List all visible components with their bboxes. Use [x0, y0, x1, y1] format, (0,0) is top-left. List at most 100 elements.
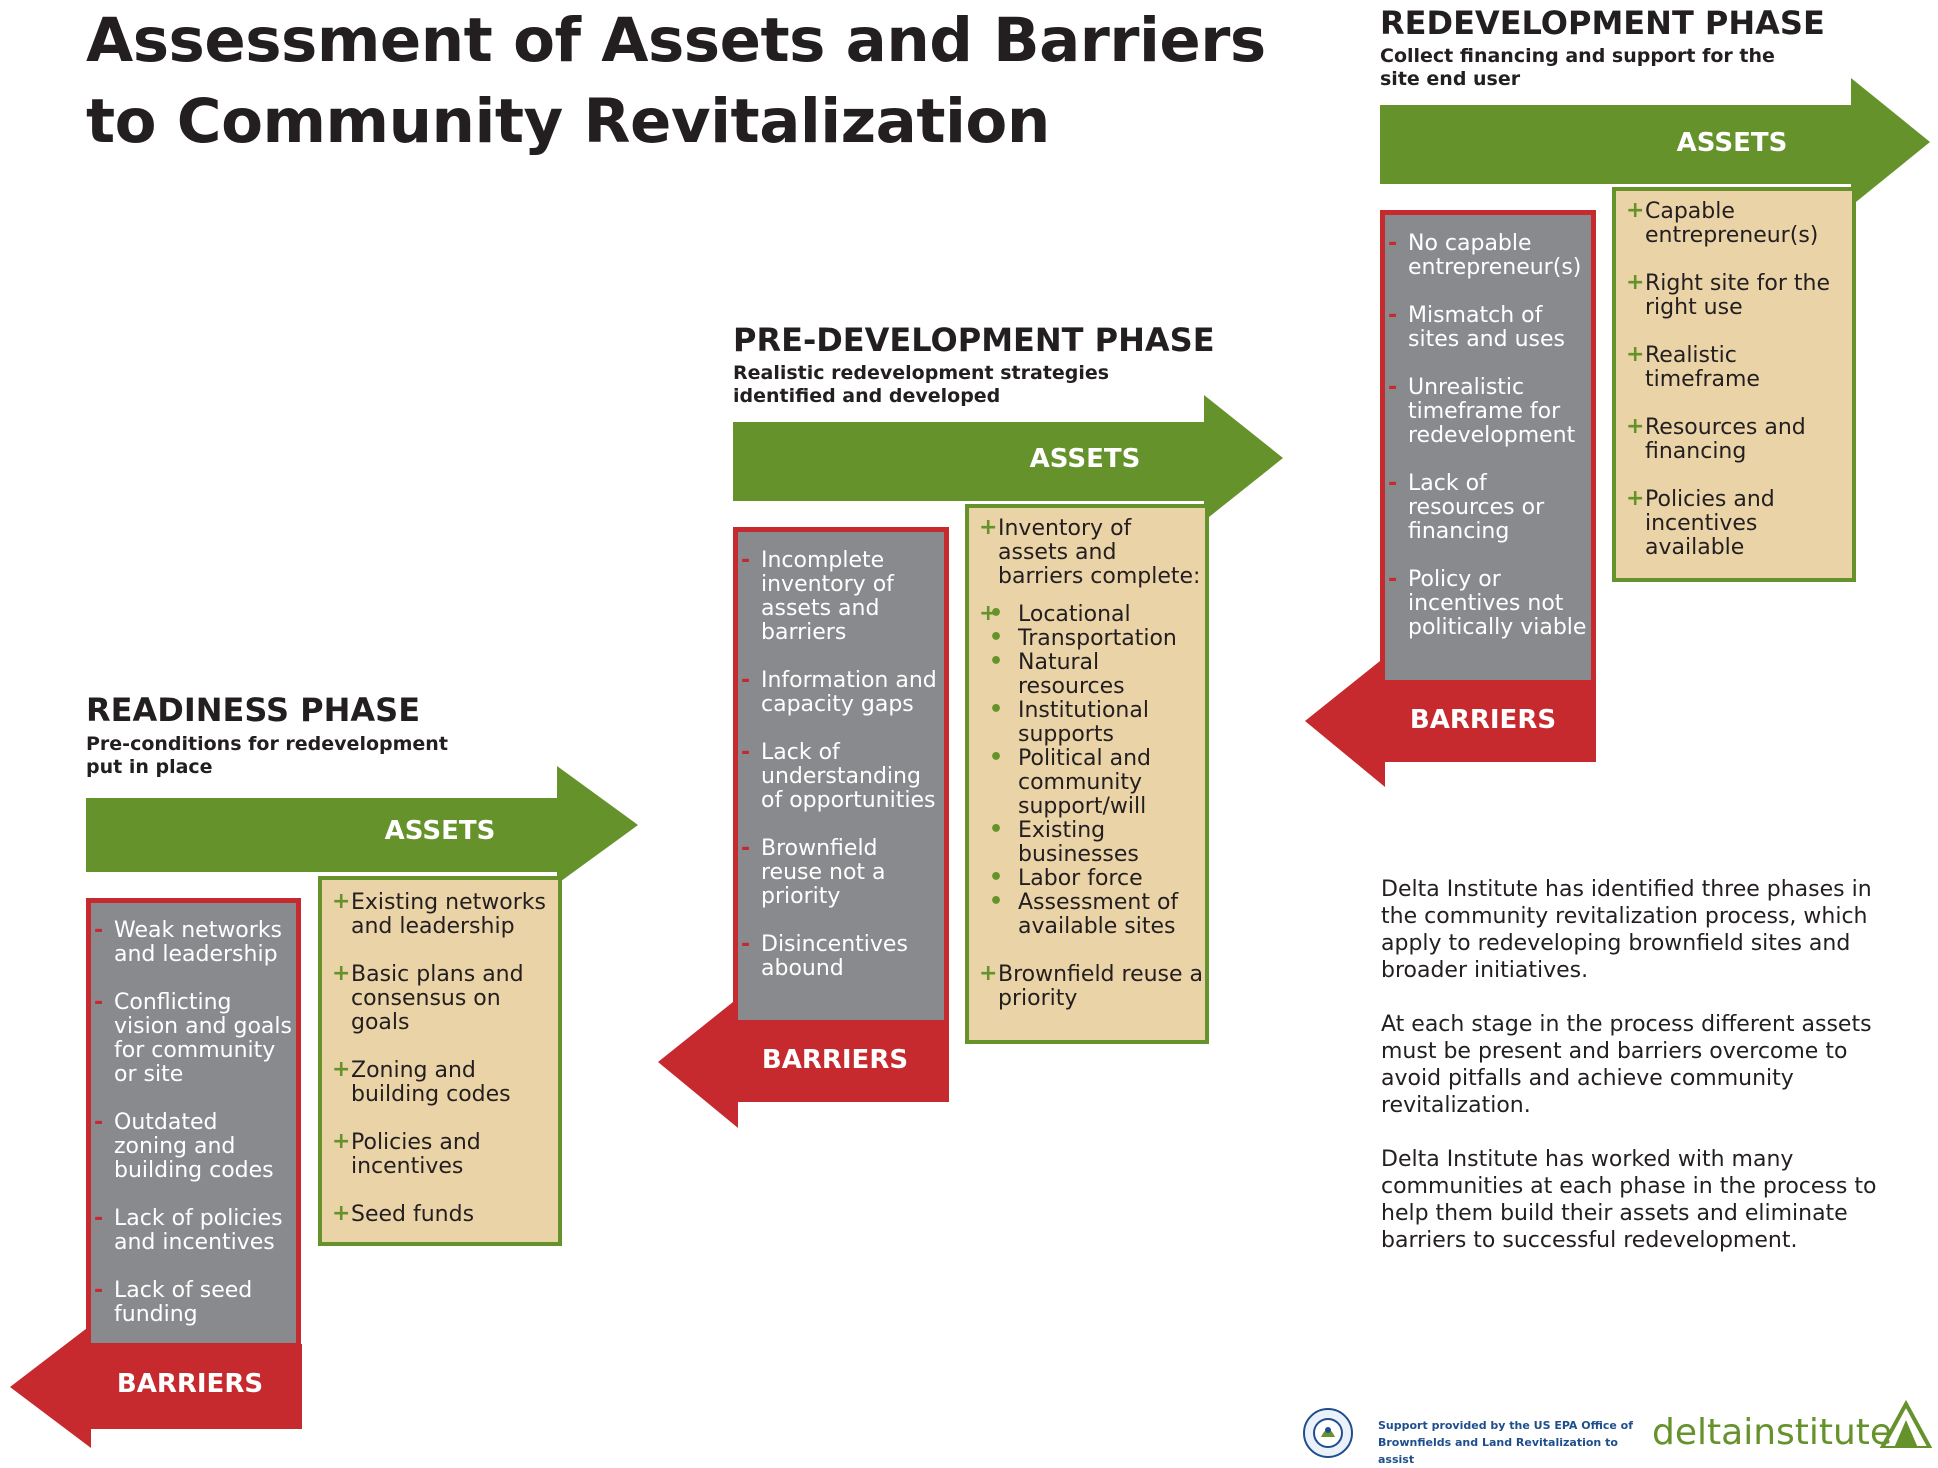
delta-triangle-icon	[1879, 1400, 1933, 1448]
predevelopment-barriers-list: -Incomplete inventory of assets and barr…	[738, 549, 944, 981]
redevelopment-barriers-label: BARRIERS	[1409, 705, 1557, 735]
sub-asset-item: •Assessment of available sites	[989, 889, 1179, 939]
minus-icon: -	[741, 668, 751, 693]
asset-item: +Brownfield reuse a priority	[979, 961, 1204, 1011]
footer-support-line-2: Brownfields and Land Revitalization to a…	[1378, 1436, 1618, 1466]
predevelopment-assets-list: +Inventory of assets and barriers comple…	[979, 515, 1205, 1011]
bullet-icon: •	[989, 889, 1004, 914]
readiness-subtitle-line-2: put in place	[86, 756, 213, 778]
minus-icon: -	[94, 990, 104, 1015]
sub-asset-item: •Existing businesses	[989, 817, 1139, 867]
minus-icon: -	[741, 932, 751, 957]
minus-icon: -	[94, 1206, 104, 1231]
logo-word-delta: delta	[1652, 1412, 1744, 1453]
redevelopment-subtitle-line-1: Collect financing and support for the	[1380, 45, 1775, 67]
plus-icon: +	[332, 889, 351, 914]
sub-asset-item: •Locational	[989, 601, 1131, 627]
predevelopment-assets-arrow	[733, 395, 1283, 521]
barrier-item: -Conflicting vision and goals for commun…	[94, 990, 292, 1087]
predevelopment-phase-subtitle: Realistic redevelopment strategies ident…	[733, 362, 1109, 408]
readiness-barriers-list: -Weak networks and leadership -Conflicti…	[91, 919, 296, 1327]
footer-support-line-1: Support provided by the US EPA Office of	[1378, 1419, 1634, 1432]
predevelopment-barriers-arrow	[658, 998, 949, 1128]
delta-institute-logo: deltainstitute	[1652, 1411, 1892, 1455]
barrier-item: -No capable entrepreneur(s)	[1388, 231, 1582, 280]
redevelopment-assets-box: +Capable entrepreneur(s) +Right site for…	[1612, 187, 1856, 582]
plus-icon: +	[1626, 414, 1645, 439]
plus-icon: +	[979, 961, 998, 986]
epa-seal-icon	[1303, 1408, 1353, 1458]
minus-icon: -	[741, 740, 751, 765]
asset-item: +Policies and incentives	[332, 1129, 481, 1179]
asset-item: +Right site for the right use	[1626, 270, 1831, 320]
description-paragraph-1: Delta Institute has identified three pha…	[1381, 877, 1872, 983]
asset-item: +Realistic timeframe	[1626, 342, 1760, 392]
readiness-subtitle-line-1: Pre-conditions for redevelopment	[86, 733, 448, 755]
plus-icon: +	[1626, 198, 1645, 223]
barrier-item: -Unrealistic timeframe for redevelopment	[1388, 375, 1576, 448]
readiness-barriers-label: BARRIERS	[116, 1369, 264, 1399]
sub-asset-item: •Institutional supports	[989, 697, 1149, 747]
plus-icon: +	[332, 961, 351, 986]
title-line-2: to Community Revitalization	[86, 86, 1050, 157]
bullet-icon: •	[989, 625, 1004, 650]
redevelopment-assets-label: ASSETS	[1676, 128, 1788, 158]
asset-sublist-item: + •Locational •Transportation •Natural r…	[979, 601, 1205, 939]
asset-item: +Resources and financing	[1626, 414, 1806, 464]
bullet-icon: •	[989, 697, 1004, 722]
redevelopment-subtitle-line-2: site end user	[1380, 68, 1521, 90]
plus-icon: +	[1626, 486, 1645, 511]
asset-item: +Existing networks and leadership	[332, 889, 546, 939]
barrier-item: -Mismatch of sites and uses	[1388, 303, 1565, 352]
barrier-item: -Incomplete inventory of assets and barr…	[741, 548, 894, 645]
barrier-item: -Weak networks and leadership	[94, 918, 283, 967]
barrier-item: -Outdated zoning and building codes	[94, 1110, 274, 1183]
barrier-item: -Brownfield reuse not a priority	[741, 836, 886, 909]
bullet-icon: •	[989, 817, 1004, 842]
readiness-assets-arrow	[86, 766, 638, 884]
predevelopment-barriers-label: BARRIERS	[761, 1045, 909, 1075]
bullet-icon: •	[989, 649, 1004, 674]
description-paragraph-3: Delta Institute has worked with many com…	[1381, 1147, 1877, 1253]
predevelopment-assets-box: +Inventory of assets and barriers comple…	[965, 504, 1209, 1044]
bullet-icon: •	[989, 865, 1004, 890]
redevelopment-phase-title: REDEVELOPMENT PHASE	[1380, 4, 1825, 42]
sub-asset-item: •Natural resources	[989, 649, 1125, 699]
readiness-assets-label: ASSETS	[384, 816, 496, 846]
minus-icon: -	[1388, 303, 1398, 328]
bullet-icon: •	[989, 601, 1004, 626]
minus-icon: -	[1388, 375, 1398, 400]
barrier-item: -Information and capacity gaps	[741, 668, 937, 717]
plus-icon: +	[1626, 270, 1645, 295]
redevelopment-barriers-box: -No capable entrepreneur(s) -Mismatch of…	[1380, 210, 1596, 690]
predevelopment-barriers-box: -Incomplete inventory of assets and barr…	[733, 527, 949, 1027]
barrier-item: -Disincentives abound	[741, 932, 908, 981]
page-title: Assessment of Assets and Barriers to Com…	[86, 0, 1266, 162]
minus-icon: -	[1388, 471, 1398, 496]
minus-icon: -	[94, 1110, 104, 1135]
barrier-item: -Policy or incentives not politically vi…	[1388, 567, 1587, 640]
plus-icon: +	[332, 1201, 351, 1226]
sub-asset-item: •Labor force	[989, 865, 1143, 891]
readiness-assets-box: +Existing networks and leadership +Basic…	[318, 876, 562, 1246]
redevelopment-assets-list: +Capable entrepreneur(s) +Right site for…	[1626, 198, 1852, 560]
barrier-item: -Lack of resources or financing	[1388, 471, 1545, 544]
readiness-barriers-arrow	[10, 1325, 302, 1448]
redevelopment-barriers-arrow	[1305, 657, 1596, 787]
minus-icon: -	[94, 918, 104, 943]
barrier-item: -Lack of understanding of opportunities	[741, 740, 936, 813]
readiness-phase-subtitle: Pre-conditions for redevelopment put in …	[86, 733, 448, 779]
predevelopment-asset-sublist: •Locational •Transportation •Natural res…	[979, 601, 1205, 939]
plus-icon: +	[332, 1129, 351, 1154]
plus-icon: +	[1626, 342, 1645, 367]
footer-support-text: Support provided by the US EPA Office of…	[1378, 1417, 1638, 1468]
predevelopment-subtitle-line-1: Realistic redevelopment strategies	[733, 362, 1110, 384]
description-paragraph-2: At each stage in the process different a…	[1381, 1012, 1872, 1118]
readiness-barriers-box: -Weak networks and leadership -Conflicti…	[86, 898, 301, 1348]
asset-item: +Seed funds	[332, 1201, 475, 1227]
barrier-item: -Lack of policies and incentives	[94, 1206, 283, 1255]
logo-word-institute: institute	[1743, 1412, 1893, 1453]
asset-item: +Policies and incentives available	[1626, 486, 1775, 560]
plus-icon: +	[979, 515, 998, 540]
minus-icon: -	[741, 836, 751, 861]
